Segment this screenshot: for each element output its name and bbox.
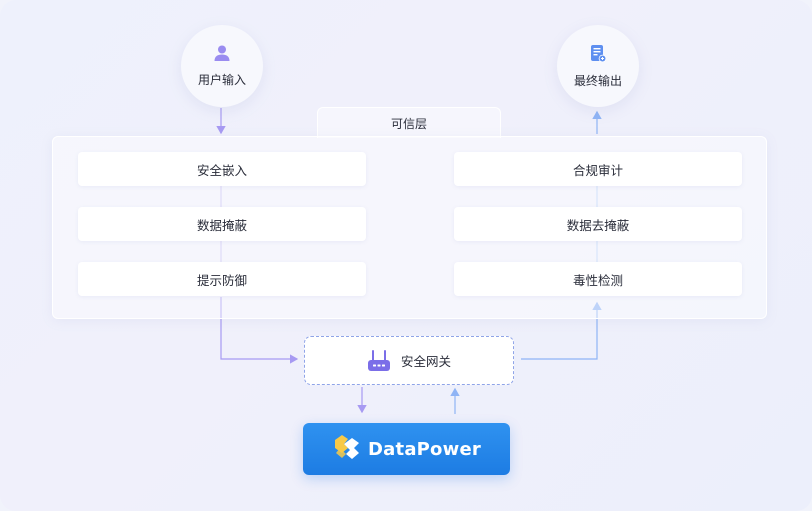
left-to-gateway-arrow bbox=[220, 297, 299, 364]
step-data-masking: 数据掩蔽 bbox=[78, 207, 366, 241]
step-label: 数据去掩蔽 bbox=[566, 217, 630, 233]
final-output-node: 最终输出 bbox=[557, 25, 639, 107]
security-gateway-label: 安全网关 bbox=[400, 354, 451, 369]
datapower-label: DataPower bbox=[368, 438, 481, 460]
step-prompt-defense: 提示防御 bbox=[78, 262, 366, 296]
datapower-logo-icon bbox=[332, 432, 362, 466]
trust-layer-tab: 可信层 bbox=[317, 107, 501, 138]
document-icon bbox=[589, 44, 607, 67]
user-input-node: 用户输入 bbox=[181, 25, 263, 107]
step-label: 合规审计 bbox=[572, 162, 623, 178]
user-icon bbox=[213, 44, 231, 66]
router-icon bbox=[367, 349, 391, 373]
user-input-label: 用户输入 bbox=[197, 73, 246, 87]
step-label: 安全嵌入 bbox=[196, 162, 247, 178]
step-toxicity-detection: 毒性检测 bbox=[454, 262, 742, 296]
step-label: 数据掩蔽 bbox=[196, 217, 247, 233]
step-label: 毒性检测 bbox=[572, 272, 623, 288]
datapower-node: DataPower bbox=[303, 423, 510, 475]
final-output-label: 最终输出 bbox=[573, 73, 622, 88]
gateway-to-right-arrow bbox=[521, 301, 602, 360]
step-compliance-audit: 合规审计 bbox=[454, 152, 742, 186]
step-secure-embedding: 安全嵌入 bbox=[78, 152, 366, 186]
step-label: 提示防御 bbox=[196, 272, 247, 288]
trust-layer-label: 可信层 bbox=[390, 116, 427, 131]
security-gateway-node: 安全网关 bbox=[304, 336, 514, 385]
step-data-unmasking: 数据去掩蔽 bbox=[454, 207, 742, 241]
